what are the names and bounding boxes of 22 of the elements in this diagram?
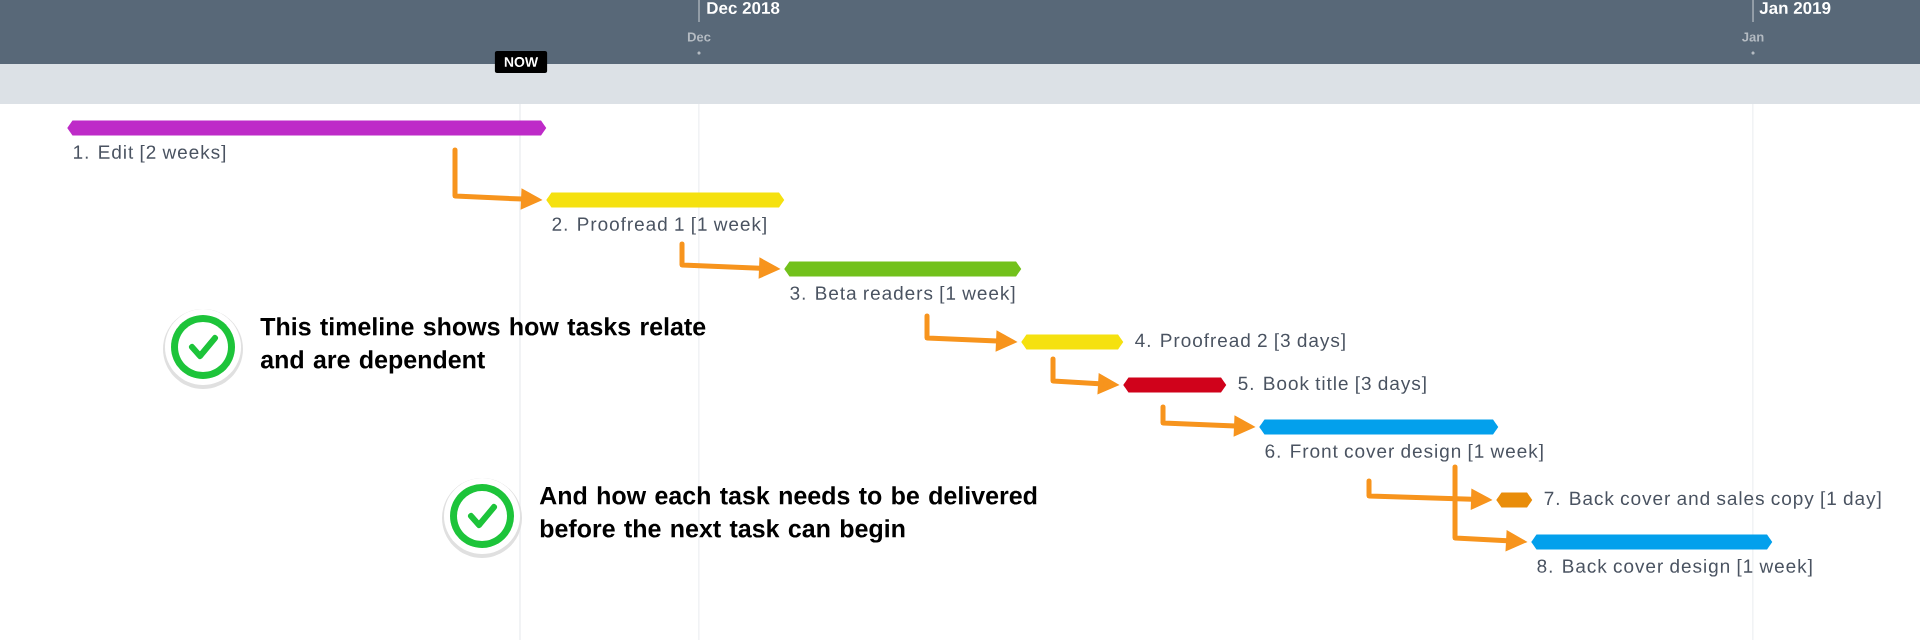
day-label: Dec <box>687 32 711 42</box>
node-label: 2. Proofread 1 [1 week] <box>552 216 766 235</box>
node-label: 1. Edit [2 weeks] <box>74 144 226 163</box>
node-label: 3. Beta readers [1 week] <box>790 285 1015 304</box>
task-bar: 5. Book title [3 days] <box>1123 376 1426 394</box>
task-bar: 6. Front cover design [1 week] <box>1259 419 1543 462</box>
node-label: 8. Back cover design [1 week] <box>1537 558 1812 577</box>
task-bar: 7. Back cover and sales copy [1 day] <box>1496 491 1881 509</box>
task-bar: 8. Back cover design [1 week] <box>1531 534 1812 577</box>
callout-text: This timeline shows how tasks relate and are dependent <box>260 317 706 374</box>
callout-text: And how each task needs to be delivered before the next task can begin <box>539 486 1037 543</box>
task-bar: 2. Proofread 1 [1 week] <box>546 192 785 235</box>
node-label: 4. Proofread 2 [3 days] <box>1135 333 1345 351</box>
month-label: Jan 2019 <box>1759 2 1831 15</box>
month-label: Dec 2018 <box>707 2 780 15</box>
day-label: Jan <box>1742 32 1764 42</box>
now-badge: NOW <box>494 51 548 73</box>
task-bar: 1. Edit [2 weeks] <box>67 120 547 163</box>
task-bar: 3. Beta readers [1 week] <box>784 261 1022 304</box>
node-label: 5. Book title [3 days] <box>1238 376 1426 394</box>
node-label: 6. Front cover design [1 week] <box>1265 443 1543 462</box>
task-bar: 4. Proofread 2 [3 days] <box>1021 333 1345 351</box>
